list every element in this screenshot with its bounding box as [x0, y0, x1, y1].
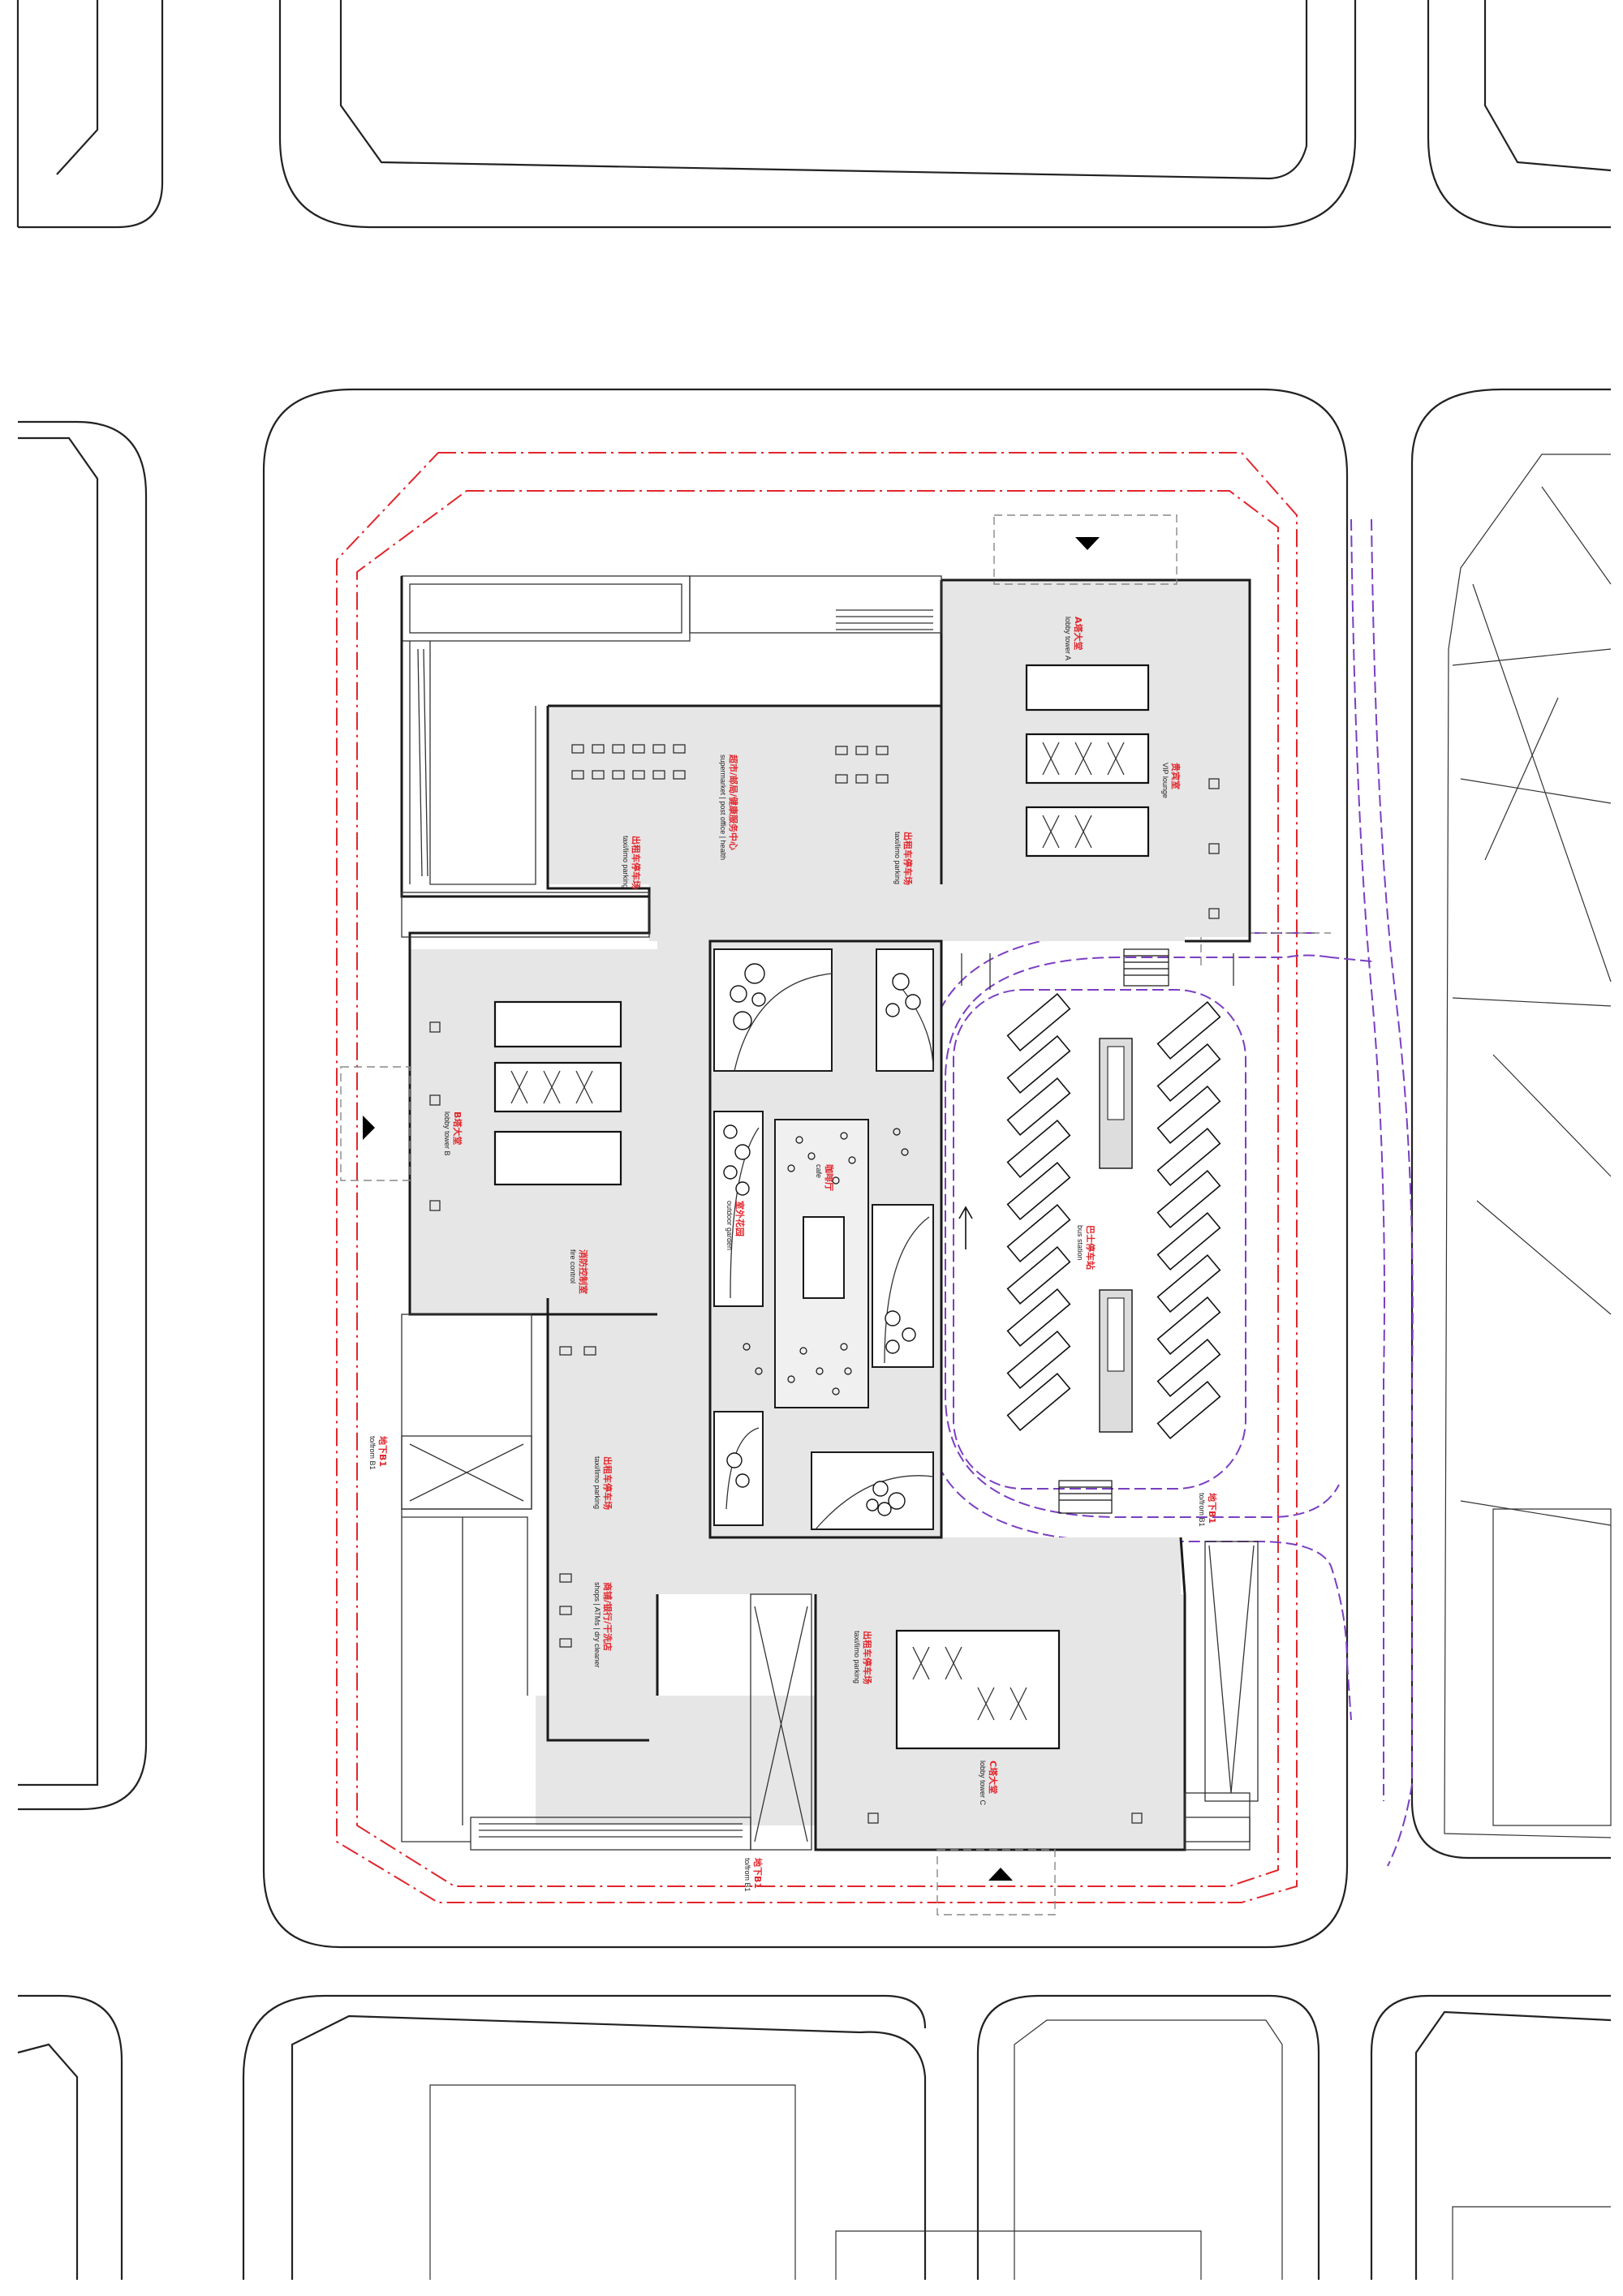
- svg-text:地下B1: 地下B1: [1207, 1493, 1218, 1524]
- direction-arrow: [958, 1206, 973, 1249]
- label-lobby-tower-a: A塔大堂 lobby tower A: [1064, 617, 1084, 660]
- svg-text:to/from B1: to/from B1: [743, 1858, 751, 1892]
- label-ramp-b1-west: 地下B1 to/from B1: [368, 1436, 389, 1470]
- site-outline: [262, 388, 1414, 1949]
- elevator-cores: [493, 664, 1150, 1750]
- svg-text:taxi/limo parking: taxi/limo parking: [622, 836, 630, 888]
- cafe-table-icon: [743, 1128, 909, 1395]
- svg-text:to/from B1: to/from B1: [368, 1436, 377, 1470]
- svg-text:lobby tower C: lobby tower C: [979, 1761, 987, 1806]
- label-ramp-b1-south: 地下B1 to/from B1: [743, 1858, 764, 1892]
- label-vip-lounge: 贵宾室 VIP lounge: [1161, 763, 1182, 798]
- label-cafe: 咖啡厅 cafe: [815, 1164, 835, 1191]
- label-taxi-parking-1: 出租车停车场 taxi/limo parking: [622, 836, 642, 889]
- entry-marker-north: [1075, 537, 1100, 550]
- svg-text:出租车停车场: 出租车停车场: [902, 832, 914, 885]
- svg-text:出租车停车场: 出租车停车场: [862, 1631, 873, 1684]
- label-fire-control: 消防控制室 fire control: [569, 1249, 589, 1294]
- building-walls: [400, 575, 1259, 1851]
- svg-text:taxi/limo parking: taxi/limo parking: [593, 1456, 601, 1509]
- svg-text:商铺/银行/干洗店: 商铺/银行/干洗店: [602, 1582, 613, 1651]
- svg-text:出租车停车场: 出租车停车场: [602, 1456, 613, 1510]
- escalator-icon: [1099, 1038, 1133, 1433]
- svg-text:巴士停车站: 巴士停车站: [1085, 1225, 1096, 1270]
- furniture: [429, 744, 1220, 1824]
- label-bus-station: 巴士停车站 bus station: [1076, 1225, 1096, 1270]
- svg-text:贵宾室: 贵宾室: [1170, 763, 1182, 789]
- svg-text:lobby tower B: lobby tower B: [443, 1111, 451, 1156]
- entry-canopies: [340, 514, 1177, 1915]
- svg-text:室外花园: 室外花园: [734, 1201, 746, 1236]
- svg-text:taxi/limo parking: taxi/limo parking: [853, 1631, 861, 1683]
- svg-text:lobby tower A: lobby tower A: [1064, 617, 1072, 660]
- svg-text:fire control: fire control: [569, 1249, 577, 1283]
- label-lobby-tower-b: B塔大堂 lobby tower B: [443, 1111, 463, 1156]
- label-taxi-parking-2: 出租车停车场 taxi/limo parking: [893, 832, 914, 885]
- svg-text:shops | ATMs | dry cleaner: shops | ATMs | dry cleaner: [593, 1582, 601, 1668]
- svg-text:cafe: cafe: [815, 1164, 823, 1178]
- svg-text:bus station: bus station: [1076, 1225, 1084, 1261]
- svg-text:地下B1: 地下B1: [752, 1858, 764, 1889]
- traffic-lane-line: [1371, 518, 1414, 1867]
- svg-text:咖啡厅: 咖啡厅: [824, 1164, 835, 1191]
- svg-text:B塔大堂: B塔大堂: [452, 1111, 463, 1145]
- svg-text:超市/邮局/健康服务中心: 超市/邮局/健康服务中心: [728, 754, 739, 850]
- label-lobby-tower-c: C塔大堂 lobby tower C: [979, 1761, 999, 1806]
- svg-text:taxi/limo parking: taxi/limo parking: [893, 832, 902, 884]
- label-taxi-parking-4: 出租车停车场 taxi/limo parking: [853, 1631, 873, 1684]
- bus-bay-icon: [1006, 992, 1221, 1440]
- label-outdoor-garden: 室外花园 outdoor garden: [725, 1201, 746, 1250]
- tree-icon: [723, 963, 921, 1516]
- outdoor-garden: [713, 948, 934, 1530]
- svg-text:出租车停车场: 出租车停车场: [631, 836, 642, 889]
- svg-text:A塔大堂: A塔大堂: [1073, 617, 1084, 651]
- label-shops: 商铺/银行/干洗店 shops | ATMs | dry cleaner: [593, 1582, 613, 1668]
- entry-marker-south: [988, 1868, 1013, 1881]
- site-boundary-line: [336, 452, 1298, 1903]
- svg-text:地下B1: 地下B1: [377, 1436, 389, 1467]
- space-labels: A塔大堂 lobby tower A 贵宾室 VIP lounge 超市/邮局/…: [368, 617, 1218, 1892]
- label-taxi-parking-3: 出租车停车场 taxi/limo parking: [593, 1456, 613, 1510]
- entry-marker-west: [363, 1116, 375, 1140]
- svg-text:消防控制室: 消防控制室: [578, 1249, 589, 1294]
- crosswalk-icon: [1058, 948, 1169, 1514]
- svg-text:outdoor garden: outdoor garden: [725, 1201, 734, 1250]
- label-supermarket: 超市/邮局/健康服务中心 supermarket | post office |…: [719, 754, 739, 860]
- svg-text:VIP lounge: VIP lounge: [1161, 763, 1169, 798]
- svg-text:to/from B1: to/from B1: [1198, 1493, 1206, 1527]
- label-ramp-b1-east: 地下B1 to/from B1: [1198, 1493, 1218, 1527]
- svg-text:supermarket | post office | he: supermarket | post office | health: [719, 755, 727, 860]
- svg-text:C塔大堂: C塔大堂: [988, 1761, 999, 1794]
- bus-station: [953, 948, 1246, 1514]
- surrounding-city-blocks: [16, 0, 1612, 2280]
